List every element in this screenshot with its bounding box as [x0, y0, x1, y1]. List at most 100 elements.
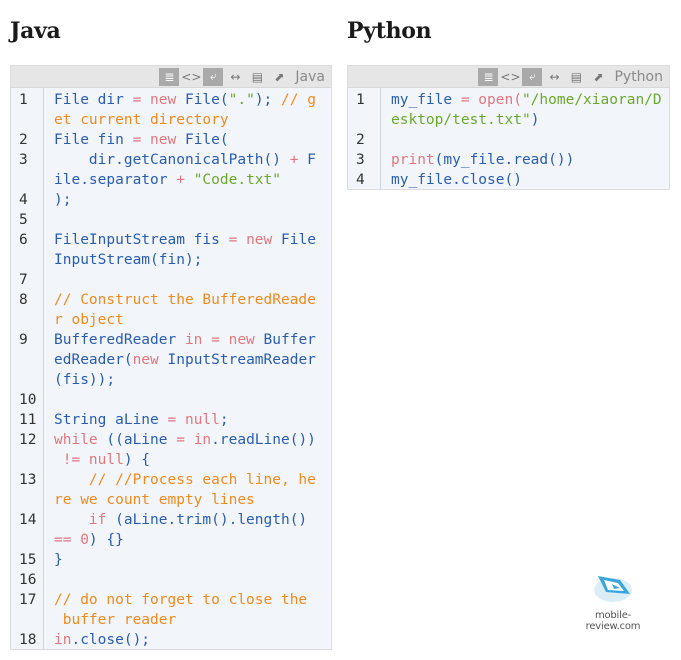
- line-number: [11, 110, 43, 130]
- wrap-icon[interactable]: ⤶: [522, 67, 543, 86]
- code-line: my_file.close(): [391, 170, 669, 190]
- line-number: 3: [19, 152, 28, 168]
- popout-icon[interactable]: ⬈: [274, 69, 285, 84]
- code-token: ): [530, 112, 540, 128]
- code-token: ;: [219, 412, 229, 428]
- view-source-icon[interactable]: ≣: [478, 67, 499, 86]
- code-line: re we count empty lines: [54, 490, 331, 510]
- code-token: ".": [228, 92, 255, 108]
- python-lang-label: Python: [614, 68, 663, 85]
- java-title: Java: [10, 18, 61, 44]
- code-token: [54, 452, 63, 468]
- code-token: // g: [281, 92, 316, 108]
- line-number: 2: [356, 132, 365, 148]
- code-token: .close();: [71, 632, 151, 648]
- line-number: [11, 350, 43, 370]
- code-token: et current directory: [54, 112, 229, 128]
- code-line: in.close();: [54, 630, 331, 650]
- code-token: (aLine.trim().length(): [115, 512, 308, 528]
- line-number: 13: [19, 472, 37, 488]
- code-token: = new: [132, 92, 185, 108]
- code-token: File: [281, 232, 316, 248]
- code-token: ((aLine: [106, 432, 177, 448]
- code-line: InputStream(fin);: [54, 250, 331, 270]
- code-token: // //Process each line, he: [54, 472, 316, 488]
- code-token: ) {: [123, 452, 151, 468]
- code-token: );: [54, 192, 72, 208]
- code-icon[interactable]: <>: [500, 69, 521, 84]
- line-number: 1: [356, 92, 365, 108]
- view-source-icon[interactable]: ≣: [159, 67, 180, 86]
- code-token: File(: [184, 92, 229, 108]
- expand-icon[interactable]: ↔: [230, 69, 241, 84]
- code-token: +: [289, 152, 308, 168]
- wrap-icon[interactable]: ⤶: [203, 67, 224, 86]
- line-number: 17: [19, 592, 37, 608]
- code-token: InputStreamReader: [167, 352, 316, 368]
- line-number: 14: [19, 512, 37, 528]
- code-token: re we count empty lines: [54, 492, 255, 508]
- line-number: 4: [19, 192, 28, 208]
- code-token: String aLine: [54, 412, 168, 428]
- watermark-text: mobile-review.com: [585, 610, 641, 632]
- code-token: in = new: [184, 332, 264, 348]
- line-number: [11, 610, 43, 630]
- line-number: 16: [19, 572, 37, 588]
- copy-icon[interactable]: ▤: [570, 69, 583, 84]
- code-token: != null: [62, 452, 124, 468]
- code-line: FileInputStream fis = new File: [54, 230, 331, 250]
- code-line: // //Process each line, he: [54, 470, 331, 490]
- popout-icon[interactable]: ⬈: [593, 69, 604, 84]
- line-number: [11, 450, 43, 470]
- code-token: dir.getCanonicalPath(): [54, 152, 290, 168]
- expand-icon[interactable]: ↔: [549, 69, 560, 84]
- code-token: buffer reader: [54, 612, 177, 628]
- code-line: [54, 390, 331, 410]
- code-line: ile.separator + "Code.txt": [54, 170, 331, 190]
- code-line: et current directory: [54, 110, 331, 130]
- code-line: File fin = new File(: [54, 130, 331, 150]
- line-number: 18: [19, 632, 37, 648]
- code-line: (fis));: [54, 370, 331, 390]
- copy-icon[interactable]: ▤: [251, 69, 264, 84]
- line-number: [11, 370, 43, 390]
- code-line: String aLine = null;: [54, 410, 331, 430]
- code-token: edReader(: [54, 352, 133, 368]
- code-token: r object: [54, 312, 124, 328]
- code-line: print(my_file.read()): [391, 150, 669, 170]
- code-token: = new: [228, 232, 281, 248]
- code-line: edReader(new InputStreamReader: [54, 350, 331, 370]
- line-number: 10: [19, 392, 37, 408]
- code-token: File(: [184, 132, 229, 148]
- code-token: = new: [132, 132, 185, 148]
- code-token: }: [54, 552, 63, 568]
- code-line: == 0) {}: [54, 530, 331, 550]
- code-line: }: [54, 550, 331, 570]
- code-token: // Construct the BufferedReade: [54, 292, 316, 308]
- code-token: new: [132, 352, 168, 368]
- line-number: [11, 530, 43, 550]
- line-number: 1: [19, 92, 28, 108]
- code-line: [54, 210, 331, 230]
- code-line: esktop/test.txt"): [391, 110, 669, 130]
- code-token: (my_file.read()): [434, 152, 575, 168]
- code-token: = null: [167, 412, 220, 428]
- code-line: [54, 270, 331, 290]
- code-line: // Construct the BufferedReade: [54, 290, 331, 310]
- code-icon[interactable]: <>: [181, 69, 202, 84]
- line-number: 5: [19, 212, 28, 228]
- code-token: File dir: [54, 92, 133, 108]
- code-token: "Code.txt": [193, 172, 281, 188]
- line-number: 3: [356, 152, 365, 168]
- code-token: in: [54, 632, 72, 648]
- java-toolbar: ≣ <> ⤶ ↔ ▤ ⬈ Java: [11, 66, 331, 88]
- code-token: .readLine()): [211, 432, 316, 448]
- code-line: );: [54, 190, 331, 210]
- code-token: print: [391, 152, 435, 168]
- line-number: 7: [19, 272, 28, 288]
- code-token: BufferedReader: [54, 332, 185, 348]
